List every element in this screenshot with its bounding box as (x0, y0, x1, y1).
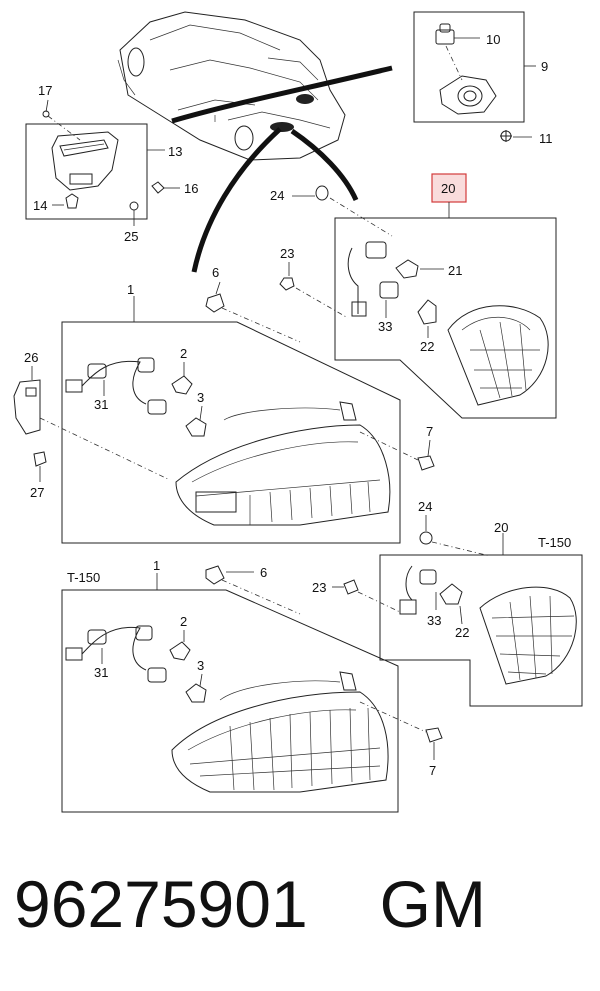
tail-lamp-group-low (61, 565, 443, 813)
callout-11: 11 (539, 131, 553, 146)
car-illustration (117, 11, 393, 273)
inner-lamp-group-low (332, 515, 583, 707)
callout-21: 21 (448, 263, 462, 278)
callout-6-low: 6 (260, 565, 267, 580)
brand-name: GM (379, 867, 486, 941)
callout-27: 27 (30, 485, 44, 500)
callout-1-mid: 1 (127, 282, 134, 297)
stop-lamp-group (25, 99, 180, 226)
callout-7-mid: 7 (426, 424, 433, 439)
callout-6-mid: 6 (212, 265, 219, 280)
callout-14: 14 (33, 198, 47, 213)
highlight-20 (431, 173, 467, 203)
callout-26: 26 (24, 350, 38, 365)
callout-24-low: 24 (418, 499, 432, 514)
license-lamp-group (413, 11, 536, 142)
bulb-socket-10 (435, 23, 480, 45)
callout-33-low: 33 (427, 613, 441, 628)
tail-lamp-group-mid (13, 281, 435, 544)
callout-2-low: 2 (180, 614, 187, 629)
callout-16: 16 (184, 181, 198, 196)
callout-25: 25 (124, 229, 138, 244)
callout-20-low: 20 (494, 520, 508, 535)
variant-label-left: T-150 (67, 570, 100, 585)
lamp-housing-9 (439, 45, 497, 115)
callout-2-mid: 2 (180, 346, 187, 361)
callout-23-low: 23 (312, 580, 326, 595)
callout-13: 13 (168, 144, 182, 159)
variant-label-right: T-150 (538, 535, 571, 550)
part-number: 96275901 (14, 867, 308, 941)
callout-22-low: 22 (455, 625, 469, 640)
callout-22-top: 22 (420, 339, 434, 354)
callout-24-top: 24 (270, 188, 284, 203)
callout-33-top: 33 (378, 319, 392, 334)
callout-7-low: 7 (429, 763, 436, 778)
callout-20-top: 20 (441, 181, 455, 196)
screw-11 (500, 130, 532, 142)
part-number-footer: 96275901 GM (14, 866, 486, 956)
callout-10: 10 (486, 32, 500, 47)
callout-9: 9 (541, 59, 548, 74)
callout-31-low: 31 (94, 665, 108, 680)
callout-31-mid: 31 (94, 397, 108, 412)
callout-3-mid: 3 (197, 390, 204, 405)
callout-3-low: 3 (197, 658, 204, 673)
callout-1-low: 1 (153, 558, 160, 573)
callout-23-top: 23 (280, 246, 294, 261)
inner-lamp-group-top: 20 (279, 173, 557, 419)
callout-17: 17 (38, 83, 52, 98)
